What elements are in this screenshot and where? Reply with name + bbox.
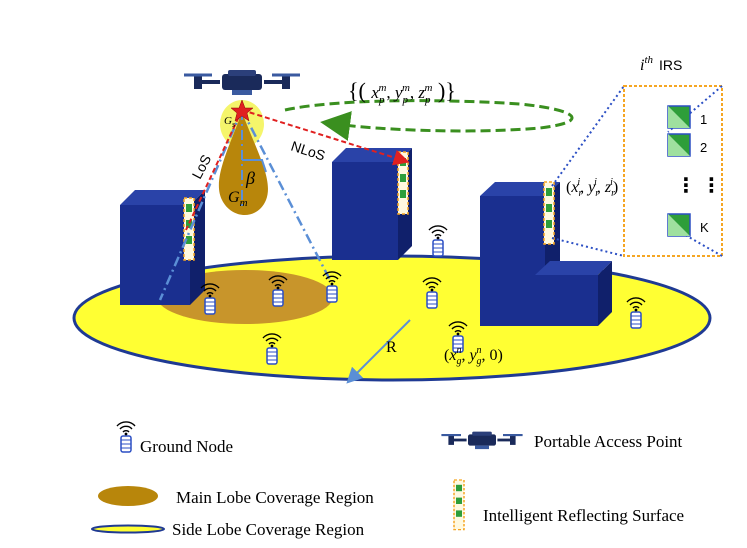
legend-ground-node: Ground Node bbox=[140, 437, 233, 456]
irs-element-k bbox=[667, 213, 691, 237]
side-lobe-legend-icon bbox=[91, 524, 165, 534]
legend-portable-access-point: Portable Access Point bbox=[534, 432, 683, 451]
legend-main-lobe: Main Lobe Coverage Region bbox=[176, 488, 374, 507]
beta-label: β bbox=[245, 168, 255, 188]
irs-coordinate: (xri, yri, zri) bbox=[566, 177, 618, 199]
irs-element-2 bbox=[667, 133, 691, 157]
star-icon bbox=[230, 99, 254, 122]
irs-element-2-label: 2 bbox=[700, 140, 707, 155]
node-coordinate: (xgn, ygn, 0) bbox=[444, 345, 503, 367]
irs-element-1-label: 1 bbox=[700, 112, 707, 127]
legend-side-lobe: Side Lobe Coverage Region bbox=[172, 520, 365, 539]
nlos-label: NLoS bbox=[289, 138, 327, 164]
legend-irs: Intelligent Reflecting Surface bbox=[483, 506, 684, 525]
gs-label: Gs bbox=[224, 115, 235, 129]
irs-element-dots: ⋮ ⋮ bbox=[676, 175, 722, 197]
drone-legend-icon bbox=[439, 430, 524, 451]
ground-node bbox=[428, 225, 448, 257]
uav-trajectory-formula: {( xpm, ypm, zpm )} bbox=[348, 71, 456, 106]
radius-label: R bbox=[386, 339, 397, 356]
wifi-node-icon bbox=[116, 421, 136, 453]
gm-label: Gm bbox=[228, 189, 248, 209]
uav-trajectory bbox=[284, 99, 574, 141]
main-lobe-legend-icon bbox=[98, 486, 158, 506]
main-lobe-air bbox=[218, 112, 268, 215]
legend: Ground Node Portable Access Point Main L… bbox=[91, 421, 684, 539]
irs-panel-middle bbox=[397, 151, 409, 215]
building-right bbox=[480, 182, 612, 326]
irs-element-1 bbox=[667, 105, 691, 129]
drone-icon bbox=[182, 68, 302, 97]
irs-panel-icon bbox=[453, 479, 465, 531]
irs-panel-right bbox=[543, 181, 555, 245]
irs-element-k-label: K bbox=[700, 220, 709, 235]
